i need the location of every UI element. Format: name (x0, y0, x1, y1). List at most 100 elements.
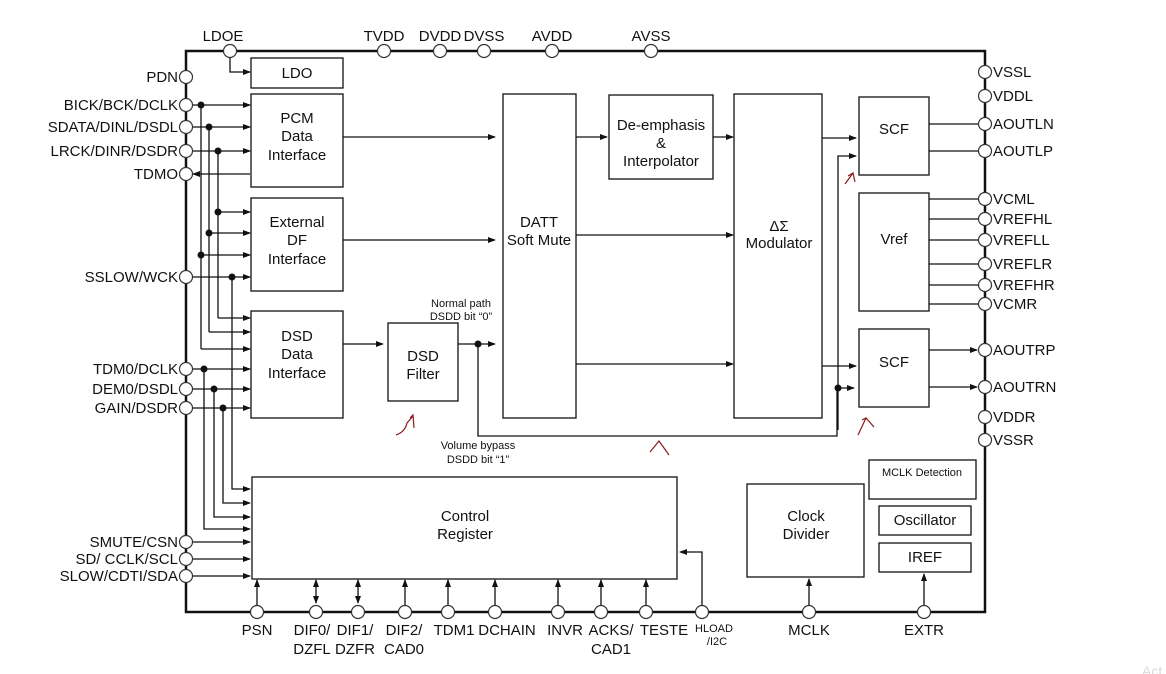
block-mclk-detection: MCLK Detection (868, 459, 977, 500)
control-label-1: Control (441, 508, 489, 525)
clock-div-label-1: Clock (787, 508, 825, 525)
pin-label-gain-dsdr: GAIN/DSDR (95, 400, 179, 417)
block-control-register: Control Register (251, 476, 678, 580)
pin-aoutlp (977, 143, 993, 159)
pin-label-tdmo: TDMO (134, 166, 178, 183)
pcm-label-1: PCM (280, 110, 313, 127)
block-deemphasis-interpolator: De-emphasis & Interpolator (608, 94, 714, 180)
pin-lrck-dinr-dsdr (178, 143, 194, 159)
mclk-det-label: MCLK Detection (882, 467, 962, 479)
pin-dif1-dzfr (350, 604, 366, 620)
block-dsd-data-interface: DSD Data Interface (250, 310, 344, 419)
pin-label-tvdd: TVDD (364, 28, 405, 45)
deemph-label-2: & (656, 135, 666, 152)
dsd-filter-label-1: DSD (407, 348, 439, 365)
block-oscillator: Oscillator (878, 505, 972, 536)
handwritten-marks (395, 171, 875, 456)
pin-label-vrefhl: VREFHL (993, 211, 1052, 228)
pin-tvdd (376, 43, 392, 59)
modulator-label-1: ΔΣ (769, 218, 788, 235)
pin-smute-csn (178, 534, 194, 550)
pin-label-vddr: VDDR (993, 409, 1036, 426)
pin-label-acks-cad1-1: ACKS/ (588, 622, 634, 639)
red-mark-dsd-filter (395, 413, 415, 436)
datt-label-1: DATT (520, 214, 558, 231)
pin-label-vreflr: VREFLR (993, 256, 1052, 273)
pin-label-mclk-1: MCLK (788, 622, 830, 639)
pin-label-dif2-cad0-1: DIF2/ (386, 622, 424, 639)
block-datt-soft-mute: DATT Soft Mute (502, 93, 577, 419)
block-external-df-interface: External DF Interface (250, 197, 344, 292)
pin-label-aoutrn: AOUTRN (993, 379, 1056, 396)
pin-dvdd (432, 43, 448, 59)
pin-vddr (977, 409, 993, 425)
block-scf-left: SCF (858, 96, 930, 176)
dsdif-label-2: Data (281, 346, 313, 363)
pin-label-dem0-dsdl: DEM0/DSDL (92, 381, 178, 398)
pin-label-aoutrp: AOUTRP (993, 342, 1056, 359)
block-dsd-filter: DSD Filter (387, 322, 459, 402)
pin-psn (249, 604, 265, 620)
scf-right-label: SCF (879, 354, 909, 371)
pin-sslow-wck (178, 269, 194, 285)
oscillator-label: Oscillator (894, 512, 957, 529)
wiring (192, 51, 979, 605)
pin-label-ldoe: LDOE (203, 28, 244, 45)
vref-label: Vref (881, 231, 909, 248)
chip-outline (184, 49, 987, 614)
pin-label-aoutln: AOUTLN (993, 116, 1054, 133)
block-clock-divider: Clock Divider (746, 483, 865, 578)
pin-label-dif1-dzfr-2: DZFR (335, 641, 375, 658)
pin-ldoe (222, 43, 238, 59)
block-pcm-data-interface: PCM Data Interface (250, 93, 344, 188)
pin-label-avss: AVSS (632, 28, 671, 45)
pin-teste (638, 604, 654, 620)
pin-label-avdd: AVDD (532, 28, 573, 45)
pin-dif0-dzfl (308, 604, 324, 620)
pin-dif2-cad0 (397, 604, 413, 620)
pin-invr (550, 604, 566, 620)
pin-pdn (178, 69, 194, 85)
pin-label-aoutlp: AOUTLP (993, 143, 1053, 160)
pin-vcml (977, 191, 993, 207)
clock-div-label-2: Divider (783, 526, 830, 543)
extdf-label-1: External (269, 214, 324, 231)
pin-avdd (544, 43, 560, 59)
volume-bypass-text: Volume bypass (441, 440, 516, 452)
pin-label-vddl: VDDL (993, 88, 1033, 105)
pin-label-vssl: VSSL (993, 64, 1031, 81)
pin-aoutln (977, 116, 993, 132)
pin-dem0-dsdl (178, 381, 194, 397)
pin-vssl (977, 64, 993, 80)
pin-label-dif1-dzfr-1: DIF1/ (337, 622, 375, 639)
pin-label-dvss: DVSS (464, 28, 505, 45)
pin-vssr (977, 432, 993, 448)
junction-dots (197, 101, 842, 412)
pcm-label-2: Data (281, 128, 313, 145)
dsd-filter-label-2: Filter (406, 366, 439, 383)
pin-label-lrck-dinr-dsdr: LRCK/DINR/DSDR (50, 143, 178, 160)
pin-slow-cdti-sda (178, 568, 194, 584)
dsdif-label-3: Interface (268, 365, 326, 382)
deemph-label-1: De-emphasis (617, 117, 705, 134)
normal-path-text: Normal path (431, 298, 491, 310)
pin-label-extr-1: EXTR (904, 622, 944, 639)
red-mark-scf-left (844, 171, 856, 185)
pin-dvss (476, 43, 492, 59)
pin-label-sslow-wck: SSLOW/WCK (85, 269, 178, 286)
pin-vrefll (977, 232, 993, 248)
pin-label-tdm0-dclk: TDM0/DCLK (93, 361, 178, 378)
pin-label-sdata-dinl-dsdl: SDATA/DINL/DSDL (48, 119, 178, 136)
pin-tdm1 (440, 604, 456, 620)
pin-vcmr (977, 296, 993, 312)
datt-label-2: Soft Mute (507, 232, 571, 249)
pin-vrefhr (977, 277, 993, 293)
pin-tdm0-dclk (178, 361, 194, 377)
block-ldo: LDO (250, 57, 344, 89)
pin-bick-bck-dclk (178, 97, 194, 113)
extdf-label-3: Interface (268, 251, 326, 268)
pin-label-slow-cdti-sda: SLOW/CDTI/SDA (60, 568, 178, 585)
pin-sd-cclk-scl (178, 551, 194, 567)
pin-vrefhl (977, 211, 993, 227)
